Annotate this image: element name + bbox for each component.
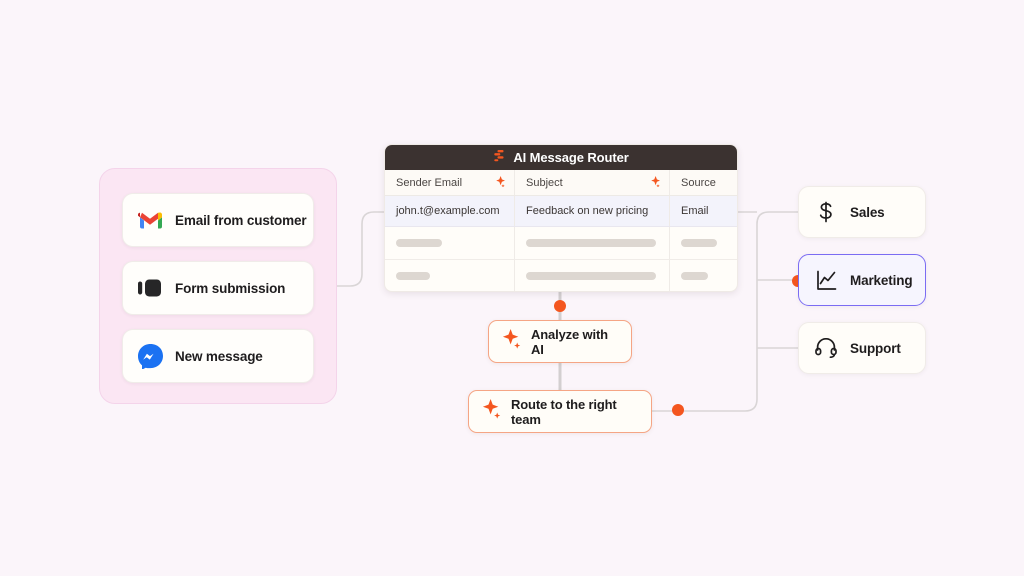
cell-placeholder xyxy=(515,260,670,291)
table-column-headers: Sender Email Subject Sou xyxy=(385,170,737,196)
wire-sources-to-table xyxy=(337,211,398,287)
source-card-form[interactable]: Form submission xyxy=(122,261,314,315)
cell-placeholder xyxy=(385,260,515,291)
team-card-support[interactable]: Support xyxy=(798,322,926,374)
dollar-icon xyxy=(815,201,837,223)
column-label: Source xyxy=(681,176,716,189)
line-chart-icon xyxy=(815,269,837,291)
ai-node-analyze[interactable]: Analyze with AI xyxy=(488,320,632,363)
cell-placeholder xyxy=(385,227,515,259)
ai-sparkle-icon xyxy=(482,398,502,425)
team-label: Sales xyxy=(850,204,885,220)
typeform-icon xyxy=(137,275,163,301)
source-card-email[interactable]: Email from customer xyxy=(122,193,314,247)
source-label: Email from customer xyxy=(175,212,307,228)
cell-placeholder xyxy=(515,227,670,259)
connector-dot-analyze xyxy=(554,300,566,312)
column-header-subject[interactable]: Subject xyxy=(515,170,670,195)
cell-placeholder xyxy=(670,227,737,259)
headset-icon xyxy=(815,337,837,359)
ai-sparkle-icon xyxy=(502,328,522,355)
ai-sparkle-icon xyxy=(496,175,505,190)
table-row[interactable] xyxy=(385,227,737,260)
cell-placeholder xyxy=(670,260,737,291)
source-label: New message xyxy=(175,348,263,364)
ai-node-label: Route to the right team xyxy=(511,396,617,427)
column-label: Sender Email xyxy=(396,176,463,189)
connector-dot-route xyxy=(672,404,684,416)
ai-router-icon xyxy=(493,149,506,167)
team-label: Marketing xyxy=(850,272,913,288)
table-row[interactable]: john.t@example.com Feedback on new prici… xyxy=(385,196,737,227)
table-title: AI Message Router xyxy=(513,150,629,165)
ai-node-label: Analyze with AI xyxy=(531,326,608,357)
source-card-message[interactable]: New message xyxy=(122,329,314,383)
ai-node-route[interactable]: Route to the right team xyxy=(468,390,652,433)
messenger-icon xyxy=(137,343,163,369)
cell-sender-email: john.t@example.com xyxy=(385,196,515,226)
column-header-source[interactable]: Source xyxy=(670,170,737,195)
wire-route-to-sales xyxy=(652,211,798,412)
column-label: Subject xyxy=(526,176,563,189)
column-header-sender[interactable]: Sender Email xyxy=(385,170,515,195)
team-label: Support xyxy=(850,340,901,356)
ai-message-router-table: AI Message Router Sender Email Subject xyxy=(384,144,738,292)
table-header-bar: AI Message Router xyxy=(385,145,737,170)
ai-sparkle-icon xyxy=(651,175,660,190)
cell-source: Email xyxy=(681,205,709,217)
gmail-icon xyxy=(137,207,163,233)
cell-subject: Feedback on new pricing xyxy=(515,196,670,226)
team-card-sales[interactable]: Sales xyxy=(798,186,926,238)
source-label: Form submission xyxy=(175,280,286,296)
team-card-marketing[interactable]: Marketing xyxy=(798,254,926,306)
table-row[interactable] xyxy=(385,260,737,291)
